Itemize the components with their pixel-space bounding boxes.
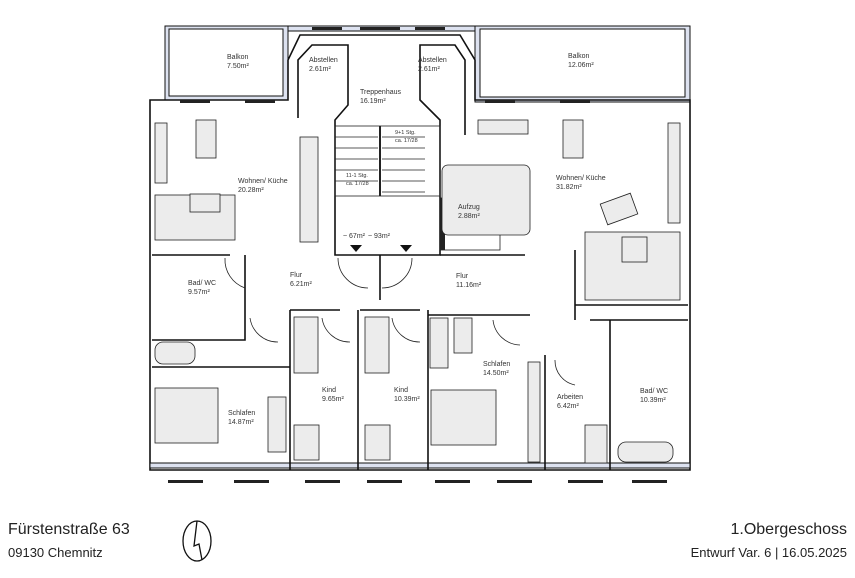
staircase bbox=[334, 125, 441, 197]
room-area-kind-1: 9.65m² bbox=[322, 396, 344, 403]
doors bbox=[224, 257, 576, 386]
room-area-treppenhaus: 16.19m² bbox=[360, 98, 386, 105]
furniture bbox=[154, 119, 681, 464]
interior-walls bbox=[152, 250, 688, 470]
room-name-balkon-right: Balkon bbox=[568, 53, 590, 60]
stair-up-steps: 9+1 Stg. bbox=[395, 130, 416, 136]
room-name-bad-right: Bad/ WC bbox=[640, 388, 668, 395]
room-area-wohnen-left: 20.28m² bbox=[238, 187, 264, 194]
stair-down-steps: 11-1 Stg. bbox=[346, 173, 368, 179]
exterior-wall bbox=[149, 34, 691, 471]
room-name-abstellen-right: Abstellen bbox=[418, 57, 447, 64]
unit-left-total: ~ 67m² bbox=[343, 233, 366, 240]
room-area-balkon-left: 7.50m² bbox=[227, 63, 249, 70]
room-name-abstellen-left: Abstellen bbox=[309, 57, 338, 64]
room-name-flur-left: Flur bbox=[290, 272, 303, 279]
room-area-balkon-right: 12.06m² bbox=[568, 62, 594, 69]
floor-title: 1.Obergeschoss bbox=[730, 521, 847, 538]
room-area-aufzug: 2.88m² bbox=[458, 213, 480, 220]
room-area-arbeiten: 6.42m² bbox=[557, 403, 579, 410]
room-area-flur-left: 6.21m² bbox=[290, 281, 312, 288]
stair-up-ratio: ca. 17/28 bbox=[395, 138, 418, 144]
room-area-bad-left: 9.57m² bbox=[188, 289, 210, 296]
entrance-arrow-right-icon bbox=[400, 245, 412, 252]
room-name-treppenhaus: Treppenhaus bbox=[360, 89, 401, 96]
stair-core-wall bbox=[297, 44, 466, 256]
city-address: 09130 Chemnitz bbox=[8, 545, 103, 560]
stair-down-ratio: ca. 17/28 bbox=[346, 181, 369, 187]
entrance-arrow-left-icon bbox=[350, 245, 362, 252]
room-name-flur-right: Flur bbox=[456, 273, 469, 280]
room-area-schlafen-right: 14.50m² bbox=[483, 370, 509, 377]
room-name-balkon-left: Balkon bbox=[227, 54, 249, 61]
north-arrow-icon bbox=[182, 520, 212, 562]
room-name-kind-2: Kind bbox=[394, 387, 408, 394]
room-name-kind-1: Kind bbox=[322, 387, 336, 394]
room-area-flur-right: 11.16m² bbox=[456, 282, 482, 289]
street-address: Fürstenstraße 63 bbox=[8, 521, 130, 538]
room-name-schlafen-left: Schlafen bbox=[228, 410, 255, 417]
room-name-wohnen-right: Wohnen/ Küche bbox=[556, 175, 606, 182]
variant-date: Entwurf Var. 6 | 16.05.2025 bbox=[690, 545, 847, 560]
windows bbox=[168, 100, 667, 483]
room-area-kind-2: 10.39m² bbox=[394, 396, 420, 403]
room-name-arbeiten: Arbeiten bbox=[557, 394, 583, 401]
room-area-bad-right: 10.39m² bbox=[640, 397, 666, 404]
room-name-schlafen-right: Schlafen bbox=[483, 361, 510, 368]
room-name-bad-left: Bad/ WC bbox=[188, 280, 216, 287]
room-name-aufzug: Aufzug bbox=[458, 204, 480, 211]
room-area-wohnen-right: 31.82m² bbox=[556, 184, 582, 191]
room-name-wohnen-left: Wohnen/ Küche bbox=[238, 178, 288, 185]
room-area-abstellen-left: 2.61m² bbox=[309, 66, 331, 73]
unit-right-total: ~ 93m² bbox=[368, 233, 391, 240]
room-area-schlafen-left: 14.87m² bbox=[228, 419, 254, 426]
room-area-abstellen-right: 2.61m² bbox=[418, 66, 440, 73]
